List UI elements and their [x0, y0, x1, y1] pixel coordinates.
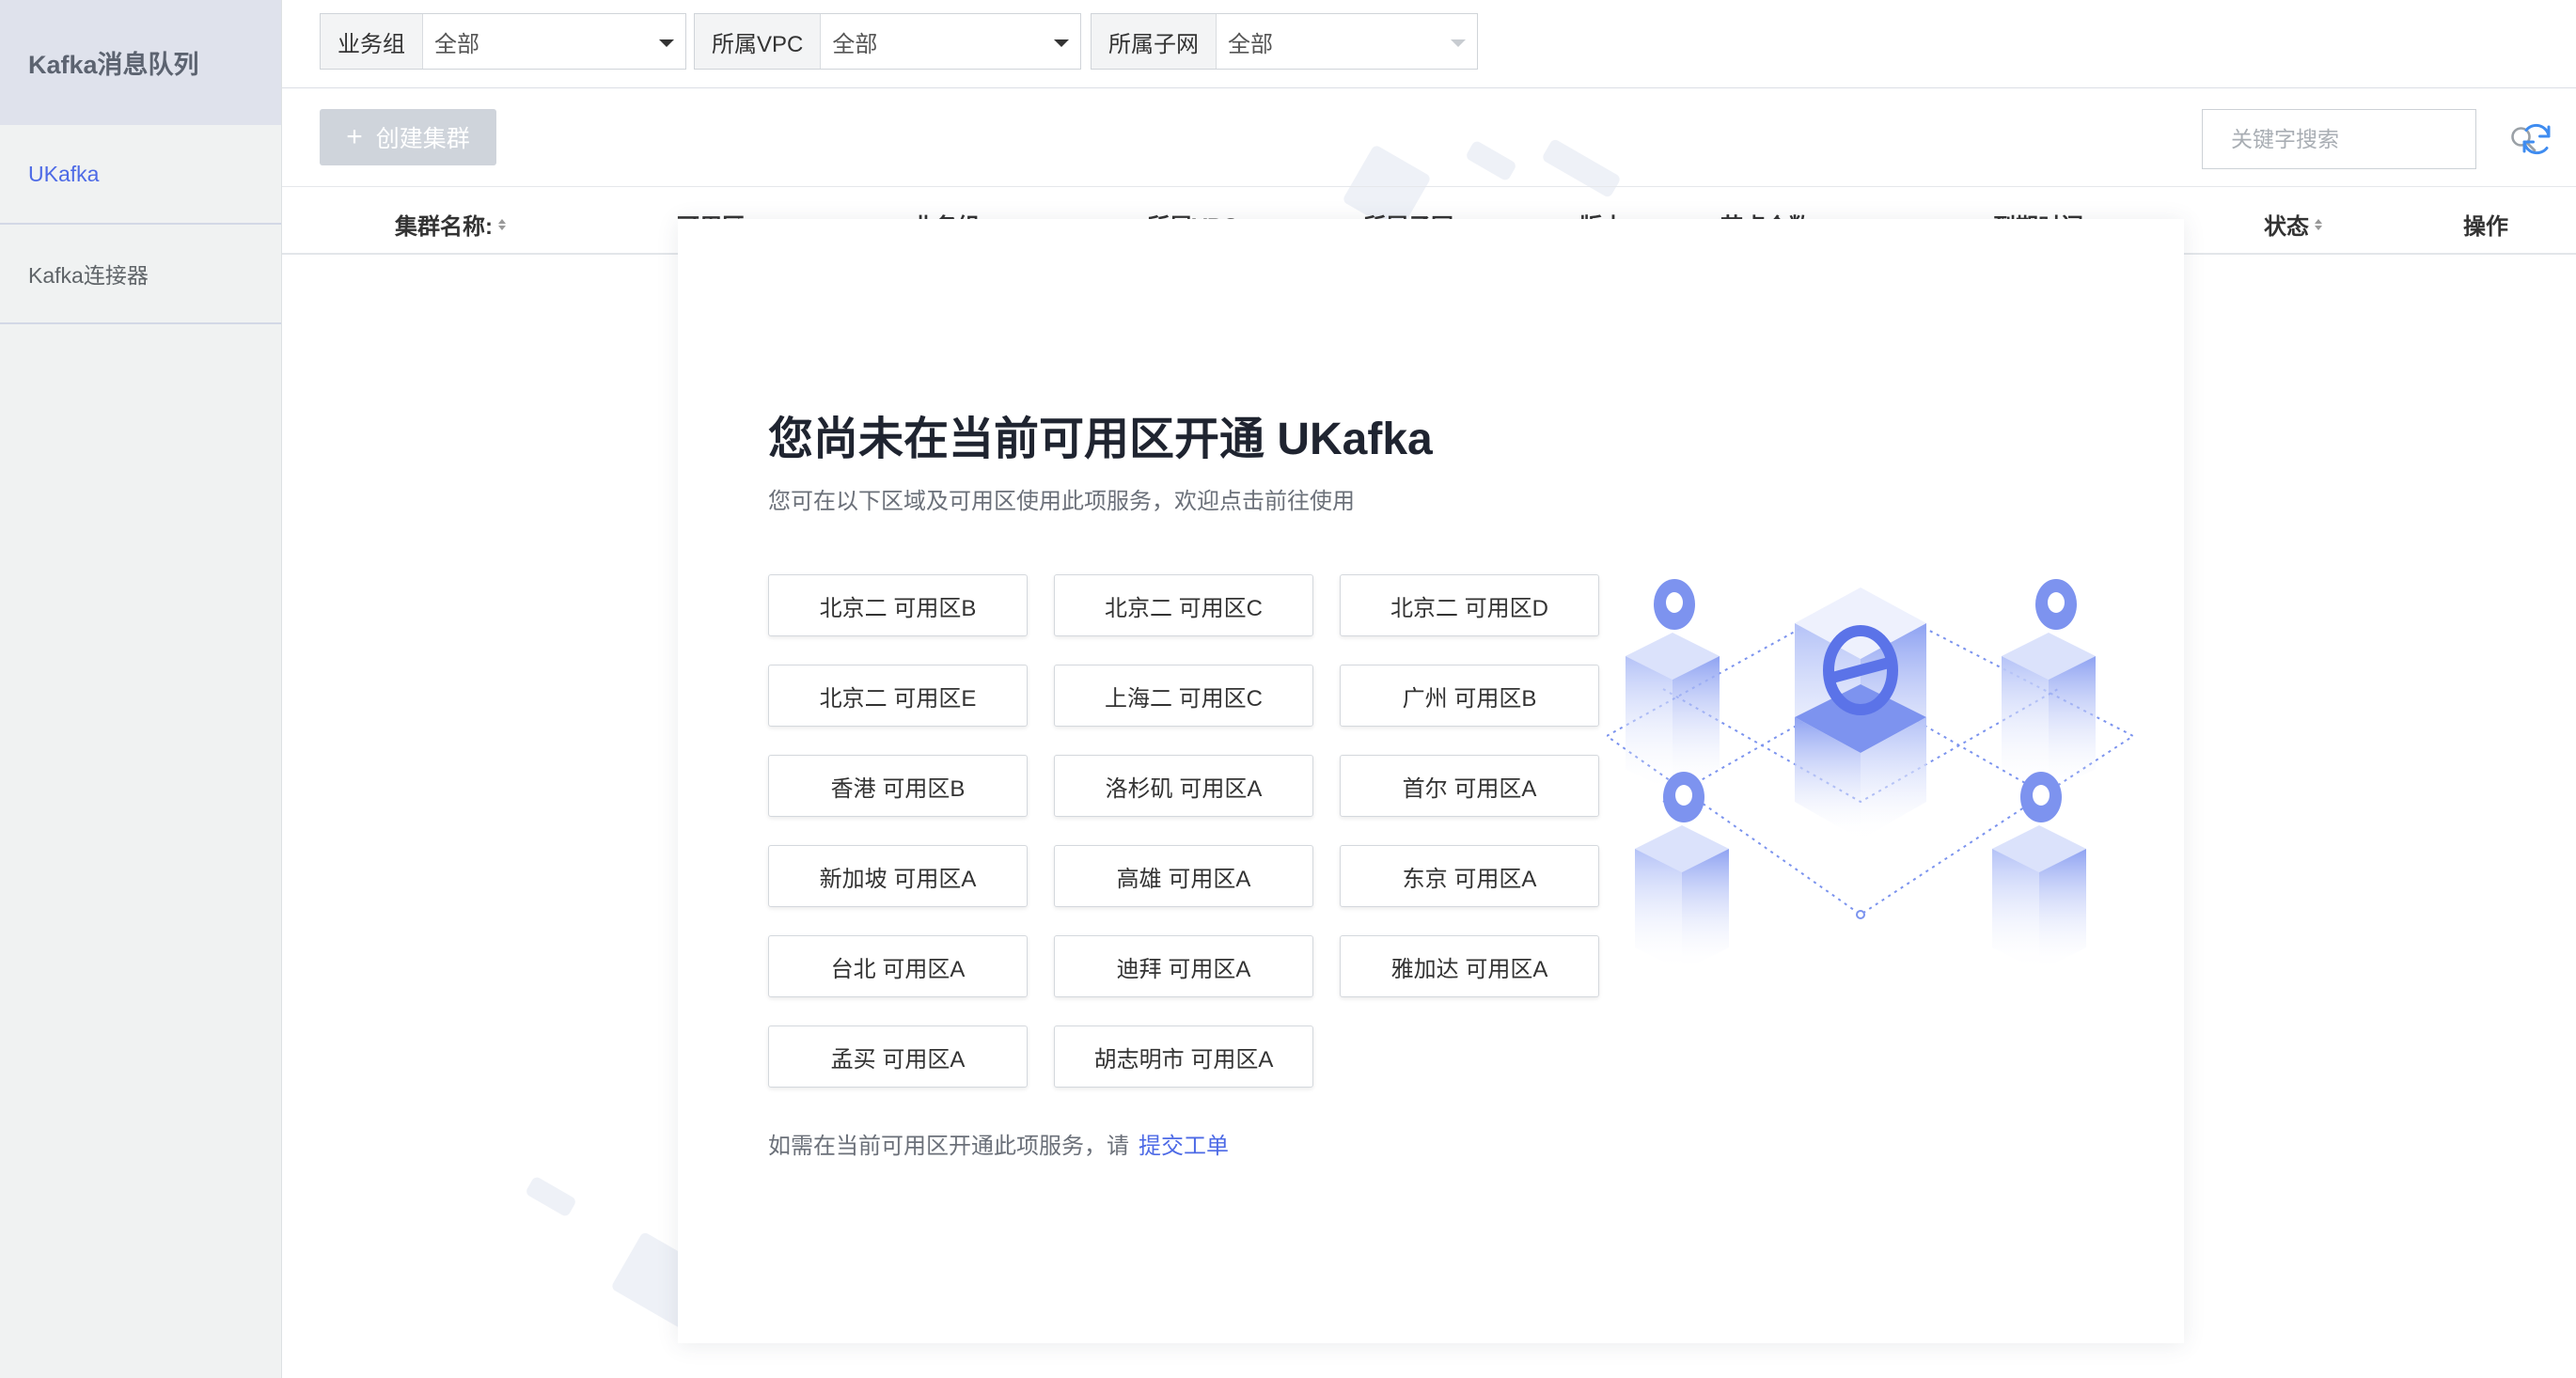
search-box [2202, 109, 2537, 169]
toolbar: + 创建集群 [282, 88, 2576, 187]
zone-button[interactable]: 上海二 可用区C [1054, 665, 1313, 727]
filter-bar: 业务组 全部 所属VPC 全部 所属子网 全部 [282, 0, 2576, 88]
footer-text: 如需在当前可用区开通此项服务，请 [768, 1134, 1129, 1159]
dialog-title: 您尚未在当前可用区开通 UKafka [768, 415, 1433, 464]
subnet-label: 所属子网 [1092, 14, 1217, 69]
sort-icon [498, 218, 506, 230]
zone-button[interactable]: 北京二 可用区E [768, 665, 1028, 727]
zone-button[interactable]: 首尔 可用区A [1340, 755, 1599, 817]
background-decoration [524, 1175, 578, 1218]
zone-button[interactable]: 广州 可用区B [1340, 665, 1599, 727]
zone-button[interactable]: 东京 可用区A [1340, 845, 1599, 907]
create-cluster-label: 创建集群 [375, 126, 470, 152]
vpc-value: 全部 [832, 31, 878, 57]
zone-button[interactable]: 迪拜 可用区A [1054, 935, 1313, 997]
vpc-label: 所属VPC [695, 14, 822, 69]
service-not-enabled-dialog: 您尚未在当前可用区开通 UKafka 您可在以下区域及可用区使用此项服务，欢迎点… [678, 219, 2184, 1343]
zone-button[interactable]: 新加坡 可用区A [768, 845, 1028, 907]
business-group-select[interactable]: 业务组 全部 [320, 13, 686, 70]
zone-button[interactable]: 北京二 可用区C [1054, 574, 1313, 636]
create-cluster-button[interactable]: + 创建集群 [320, 109, 496, 165]
column-cluster-name[interactable]: 集群名称: [395, 208, 506, 241]
zone-button[interactable]: 香港 可用区B [768, 755, 1028, 817]
chevron-down-icon [1451, 39, 1466, 47]
zone-button[interactable]: 孟买 可用区A [768, 1026, 1028, 1088]
column-actions: 操作 [2463, 214, 2508, 240]
dialog-footer: 如需在当前可用区开通此项服务，请提交工单 [768, 1127, 1229, 1160]
zone-button[interactable]: 北京二 可用区D [1340, 574, 1599, 636]
zone-button[interactable]: 北京二 可用区B [768, 574, 1028, 636]
zone-button[interactable]: 胡志明市 可用区A [1054, 1026, 1313, 1088]
search-icon[interactable] [2509, 110, 2537, 168]
plus-icon: + [346, 121, 363, 152]
submit-ticket-link[interactable]: 提交工单 [1139, 1134, 1229, 1159]
subnet-value: 全部 [1228, 31, 1273, 57]
refresh-icon[interactable] [2512, 115, 2561, 164]
search-input[interactable] [2203, 110, 2509, 168]
vpc-select[interactable]: 所属VPC 全部 [694, 13, 1081, 70]
sidebar-item-kafka-connector[interactable]: Kafka连接器 [0, 225, 281, 324]
sort-icon [2315, 218, 2322, 230]
zone-button[interactable]: 雅加达 可用区A [1340, 935, 1599, 997]
sidebar-title: Kafka消息队列 [0, 0, 281, 125]
zone-button[interactable]: 高雄 可用区A [1054, 845, 1313, 907]
business-group-value: 全部 [434, 31, 479, 57]
chevron-down-icon [1054, 39, 1069, 47]
zone-button[interactable]: 台北 可用区A [768, 935, 1028, 997]
dialog-subtitle: 您可在以下区域及可用区使用此项服务，欢迎点击前往使用 [768, 489, 1355, 514]
network-illustration [1607, 579, 2135, 971]
subnet-select[interactable]: 所属子网 全部 [1091, 13, 1478, 70]
chevron-down-icon [659, 39, 674, 47]
zone-list: 北京二 可用区B 北京二 可用区C 北京二 可用区D 北京二 可用区E 上海二 … [768, 574, 1599, 1088]
sidebar-item-ukafka[interactable]: UKafka [0, 125, 281, 225]
sidebar: Kafka消息队列 UKafka Kafka连接器 [0, 0, 282, 1378]
zone-button[interactable]: 洛杉矶 可用区A [1054, 755, 1313, 817]
business-group-label: 业务组 [321, 14, 423, 69]
column-status[interactable]: 状态 [2264, 208, 2322, 241]
